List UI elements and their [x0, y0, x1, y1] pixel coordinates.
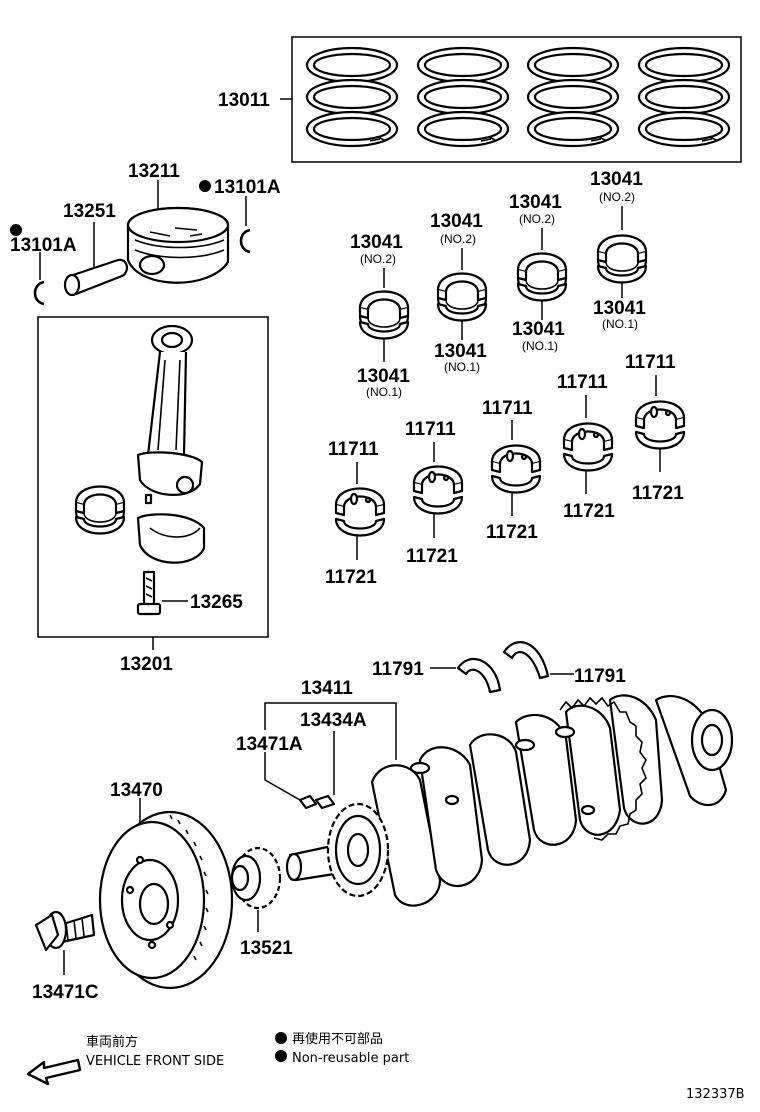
legend-front-en: VEHICLE FRONT SIDE — [86, 1054, 224, 1069]
label-rod-bearing-1b: 13041 — [357, 366, 410, 387]
label-main-upper-5: 11711 — [625, 352, 676, 373]
pulley-bolt[interactable] — [34, 910, 96, 952]
legend-front-jp: 車両前方 — [86, 1034, 138, 1050]
crank-sprocket[interactable] — [326, 802, 390, 898]
label-pulley-bolt: 13471C — [32, 982, 99, 1003]
label-rod-bearing-3a: 13041 — [509, 192, 562, 213]
label-piston-ring-set: 13011 — [218, 90, 270, 111]
label-main-upper-3: 11711 — [482, 398, 533, 419]
label-main-lower-1: 11721 — [325, 567, 377, 588]
label-no2-2: (NO.2) — [440, 232, 476, 246]
conn-rod-bolt[interactable] — [136, 570, 162, 616]
label-rod-bearing-2b: 13041 — [434, 341, 487, 362]
label-no1-3: (NO.1) — [522, 339, 558, 353]
label-no2-1: (NO.2) — [360, 252, 396, 266]
crankshaft[interactable] — [285, 694, 734, 907]
label-crankshaft: 13411 — [301, 678, 353, 699]
label-thrust-washer-left: 11791 — [372, 659, 424, 680]
label-no1-2: (NO.1) — [444, 360, 480, 374]
label-rod-bearing-1a: 13041 — [350, 232, 403, 253]
label-conn-rod-assy: 13201 — [120, 654, 173, 675]
legend-nonreusable-en: Non-reusable part — [292, 1051, 409, 1066]
label-main-lower-4: 11721 — [563, 501, 615, 522]
label-conn-rod-bolt: 13265 — [190, 592, 243, 613]
piston-pin[interactable] — [63, 258, 128, 297]
legend-nonreusable-jp: 再使用不可部品 — [292, 1031, 383, 1047]
snap-ring-right[interactable] — [239, 228, 251, 254]
main-bearing-set[interactable] — [334, 400, 686, 537]
label-rod-bearing-3b: 13041 — [512, 319, 565, 340]
conn-rod-bearing[interactable] — [74, 485, 126, 535]
label-no2-4: (NO.2) — [599, 190, 635, 204]
label-key: 13434A — [300, 710, 367, 731]
label-snap-ring-left: 13101A — [10, 235, 77, 256]
thrust-washer-left[interactable] — [456, 657, 502, 694]
thrust-washer-right[interactable] — [502, 641, 550, 680]
non-reusable-dot-icon — [275, 1050, 287, 1062]
connecting-rod[interactable] — [136, 324, 206, 564]
timing-gear[interactable] — [230, 846, 282, 910]
figure-id: 132337B — [686, 1087, 745, 1102]
label-piston: 13211 — [128, 161, 180, 182]
label-main-lower-3: 11721 — [486, 522, 538, 543]
label-thrust-washer-right: 11791 — [574, 666, 626, 687]
piston[interactable] — [126, 206, 230, 284]
label-main-lower-2: 11721 — [406, 546, 458, 567]
label-main-upper-4: 11711 — [557, 372, 608, 393]
snap-ring-left[interactable] — [33, 280, 45, 306]
label-rod-bearing-4b: 13041 — [593, 298, 646, 319]
label-no1-1: (NO.1) — [366, 385, 402, 399]
label-timing-gear: 13521 — [240, 938, 293, 959]
label-main-lower-5: 11721 — [632, 483, 684, 504]
crank-key[interactable] — [298, 794, 336, 810]
label-snap-ring-right: 13101A — [214, 177, 281, 198]
label-rod-bearing-2a: 13041 — [430, 211, 483, 232]
label-rod-bearing-4a: 13041 — [590, 169, 643, 190]
front-arrow-icon — [26, 1058, 82, 1086]
label-piston-pin: 13251 — [63, 201, 116, 222]
crank-pulley[interactable] — [98, 810, 234, 990]
label-pulley: 13470 — [110, 780, 163, 801]
label-no1-4: (NO.1) — [602, 317, 638, 331]
label-key2: 13471A — [236, 734, 303, 755]
non-reusable-dot-icon — [275, 1032, 287, 1044]
label-main-upper-1: 11711 — [328, 439, 379, 460]
piston-ring-set[interactable] — [305, 46, 731, 148]
non-reusable-dot-icon — [199, 180, 211, 192]
label-no2-3: (NO.2) — [519, 212, 555, 226]
label-main-upper-2: 11711 — [405, 419, 456, 440]
non-reusable-dot-icon — [10, 224, 22, 236]
